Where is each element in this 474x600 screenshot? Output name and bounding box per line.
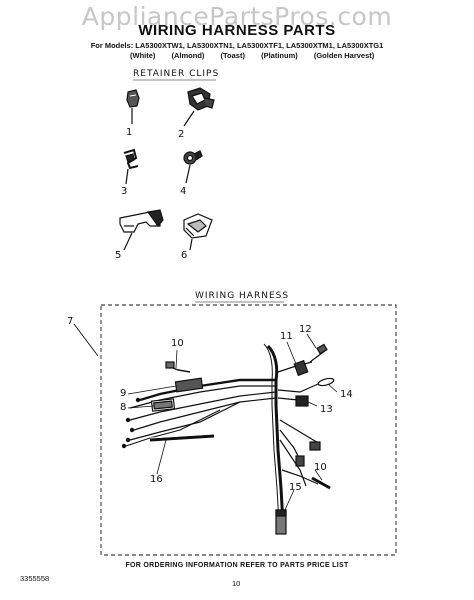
callout-4: 4 [180, 186, 187, 197]
wiring-harness-assembly [121, 343, 335, 535]
callout-10-upper: 10 [171, 338, 184, 349]
callout-8: 8 [120, 402, 127, 413]
retainer-clip-2 [183, 87, 215, 127]
callout-5: 5 [115, 250, 122, 261]
page-title: WIRING HARNESS PARTS [138, 22, 336, 39]
watermark: AppliancePartsPros.com [81, 2, 393, 31]
model-colors: (White) (Almond) (Toast) (Platinum) (Gol… [130, 51, 388, 60]
color-white: (White) [130, 51, 156, 60]
callout-7: 7 [67, 316, 74, 327]
wiring-harness-label: WIRING HARNESS [195, 291, 290, 301]
callout-14: 14 [340, 389, 353, 400]
retainer-clip-4 [183, 150, 203, 184]
callout-6: 6 [181, 250, 188, 261]
retainer-clip-1 [126, 89, 140, 124]
retainer-clip-3 [123, 148, 139, 185]
callout-12: 12 [299, 324, 312, 335]
retainer-clip-6 [183, 213, 213, 251]
callout-10-lower: 10 [314, 462, 327, 473]
callout-15: 15 [289, 482, 302, 493]
callout-9: 9 [120, 388, 127, 399]
callout-13: 13 [320, 404, 333, 415]
color-platinum: (Platinum) [261, 51, 298, 60]
callout-11: 11 [280, 331, 293, 342]
document-part-number: 3355558 [20, 574, 50, 583]
callout-1: 1 [126, 127, 133, 138]
retainer-clip-5 [119, 209, 164, 251]
color-toast: (Toast) [220, 51, 245, 60]
callout-16: 16 [150, 474, 163, 485]
ordering-info-footer: FOR ORDERING INFORMATION REFER TO PARTS … [125, 562, 349, 569]
harness-boundary [100, 304, 397, 556]
color-golden-harvest: (Golden Harvest) [313, 51, 375, 60]
models-line: For Models: LA5300XTW1, LA5300XTN1, LA53… [90, 41, 384, 50]
page-number: 10 [232, 579, 241, 588]
callout-3: 3 [121, 186, 128, 197]
color-almond: (Almond) [171, 51, 205, 60]
callout-2: 2 [178, 129, 185, 140]
retainer-clips-label: RETAINER CLIPS [133, 69, 220, 79]
